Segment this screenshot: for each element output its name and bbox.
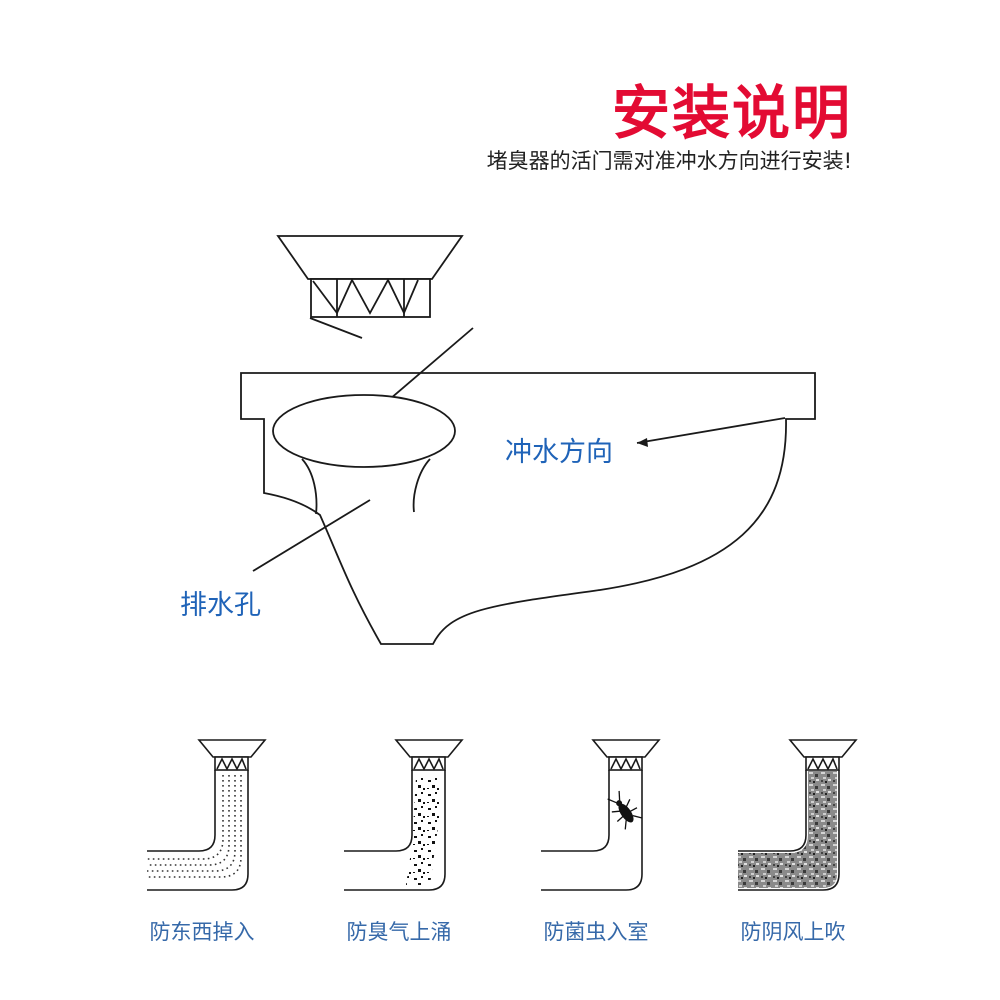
pipe-icon-insects	[541, 739, 661, 891]
pipe-icon-wind	[738, 739, 858, 891]
cockroach-icon	[607, 790, 642, 830]
installation-diagram	[240, 235, 816, 645]
deodorizer-insert	[276, 235, 464, 318]
toilet-outline	[240, 372, 816, 645]
feature-caption-insects: 防菌虫入室	[543, 920, 649, 944]
drain-hole-label: 排水孔	[180, 590, 261, 621]
pipe-icon-odor	[344, 739, 464, 891]
feature-caption-odor: 防臭气上涌	[346, 920, 452, 944]
pipe-icon-objects	[147, 739, 267, 891]
drain-opening	[272, 394, 456, 468]
feature-caption-wind: 防阴风上吹	[740, 920, 846, 944]
feature-caption-objects: 防东西掉入	[149, 920, 255, 944]
page-title: 安装说明	[611, 79, 852, 147]
page-subtitle: 堵臭器的活门需对准冲水方向进行安装!	[486, 149, 852, 173]
flush-direction-label: 冲水方向	[505, 437, 613, 468]
